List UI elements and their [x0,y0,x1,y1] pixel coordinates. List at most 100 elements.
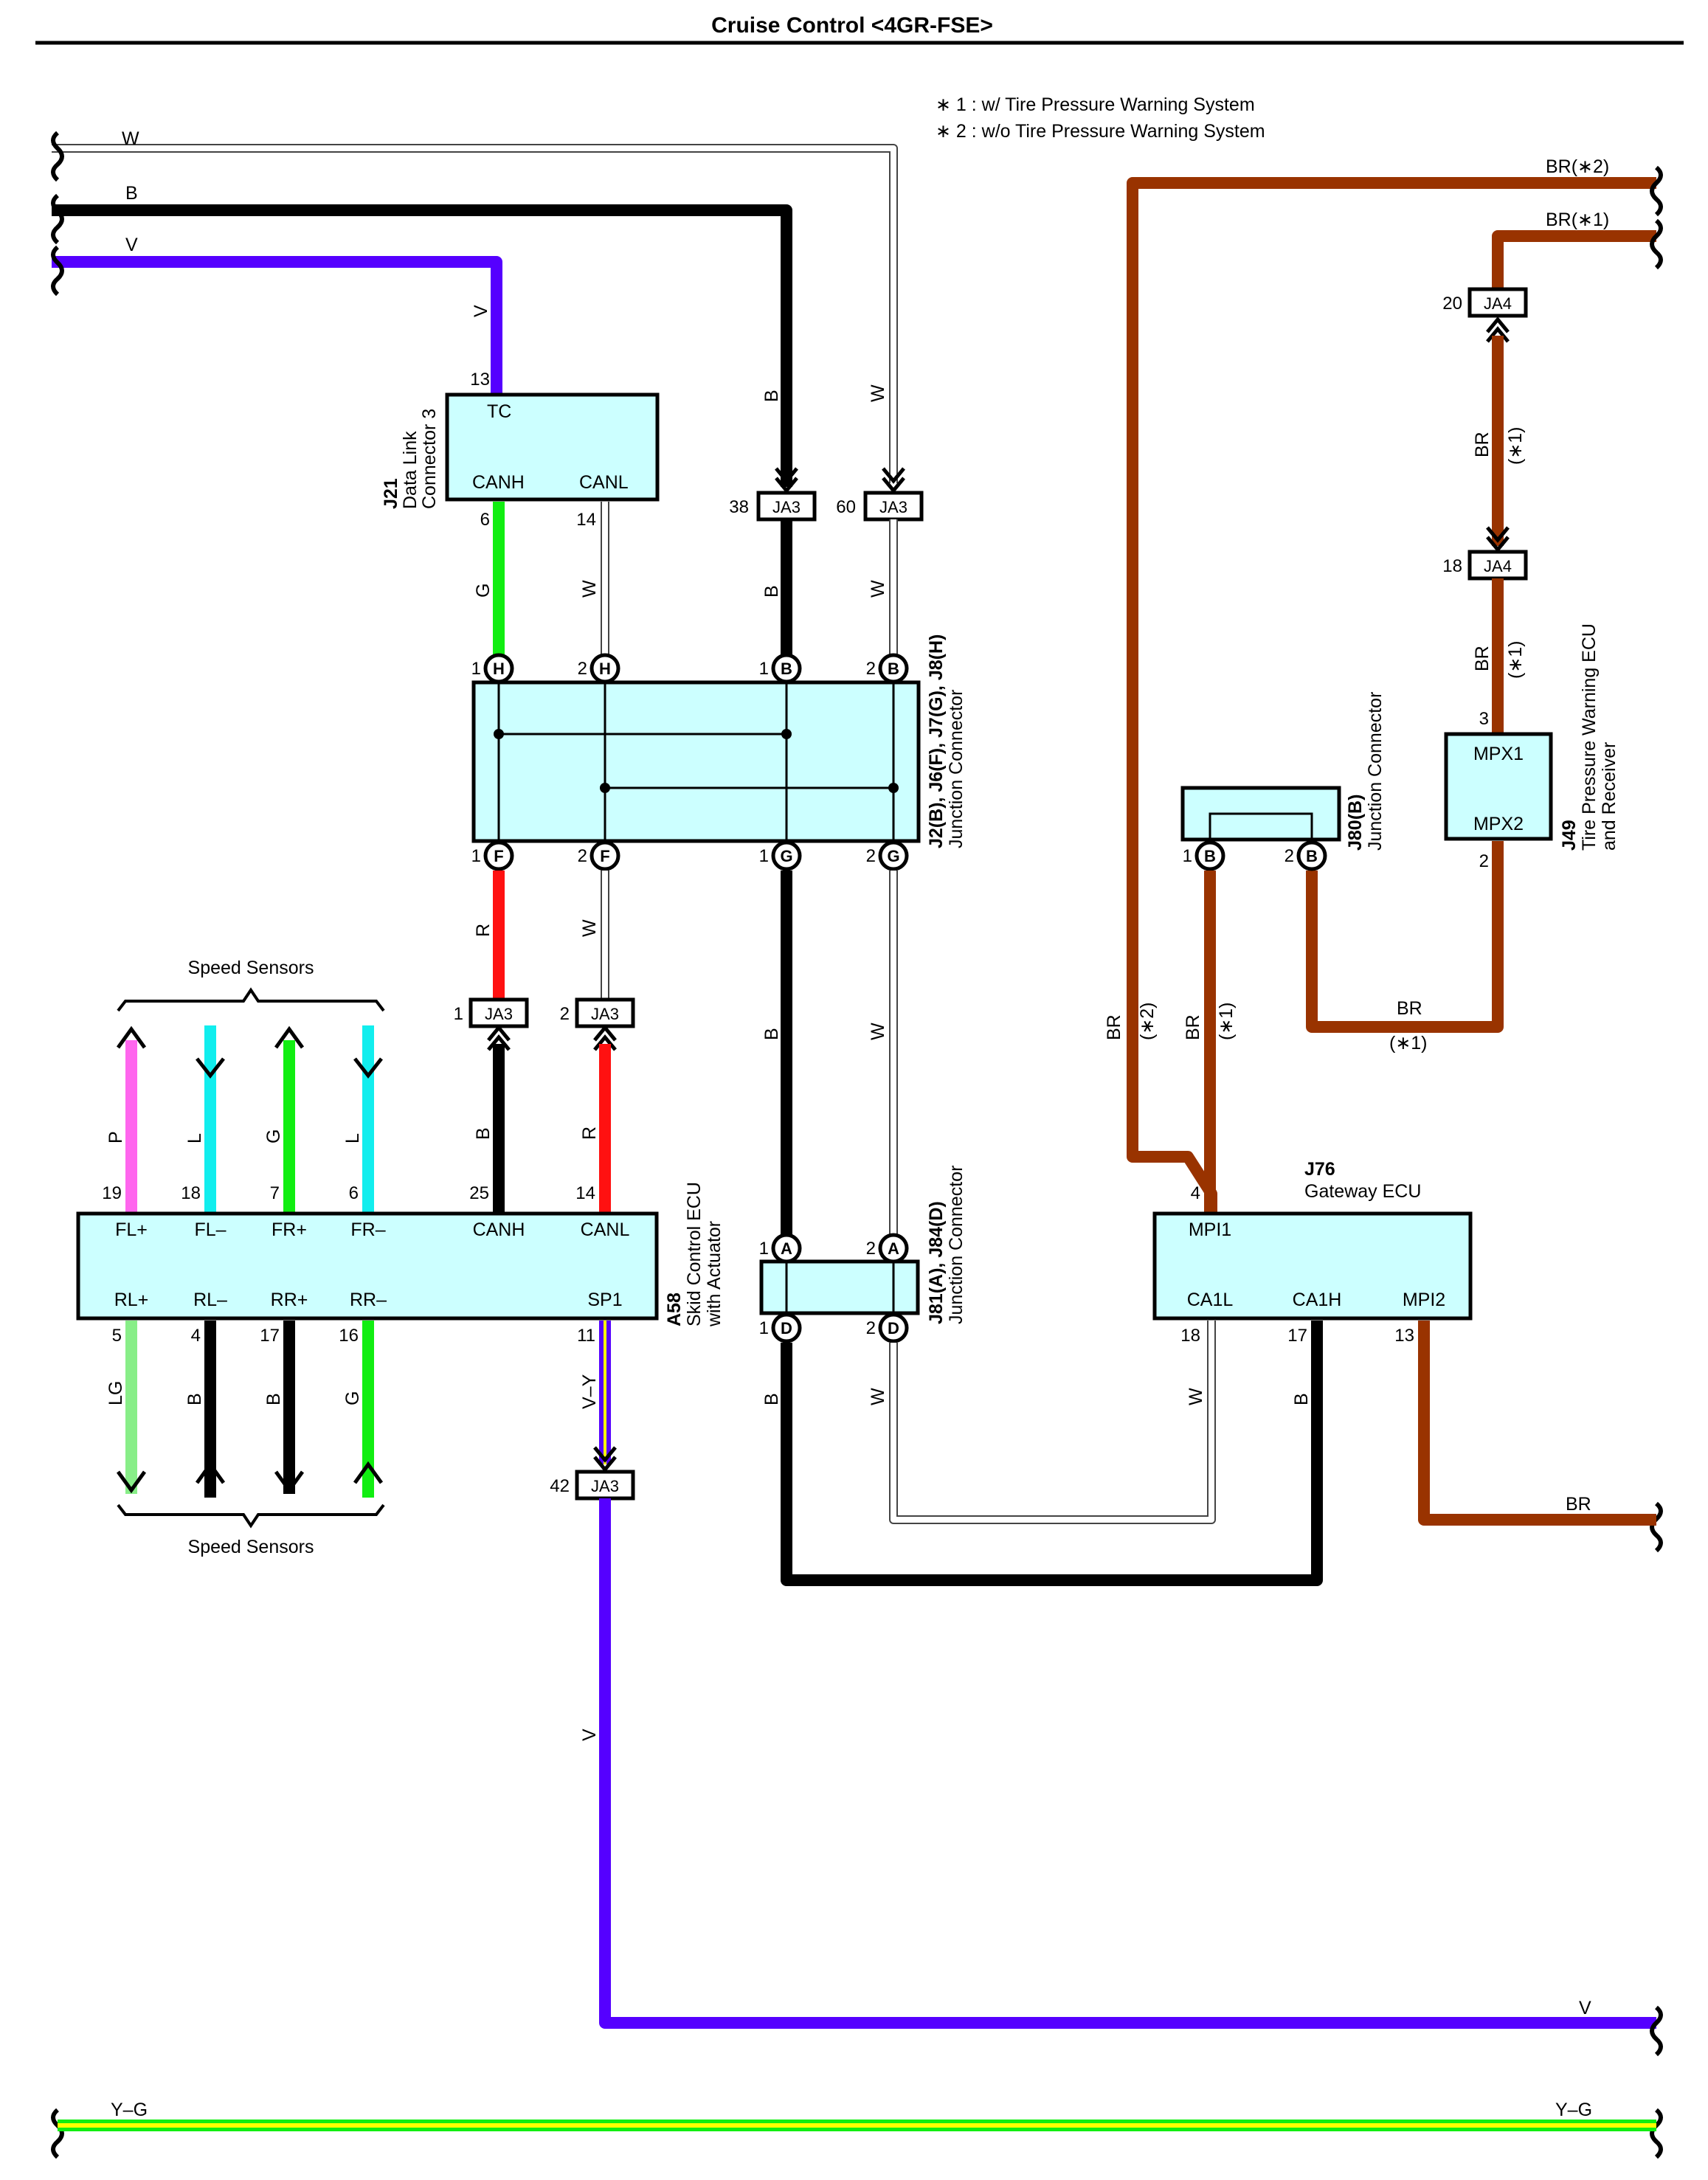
ja3-38-name: JA3 [772,498,801,516]
a58-top-pin-5: CANL [581,1219,630,1240]
ja3-1-num: 1 [454,1004,463,1024]
a58-bottom-num-2: 17 [260,1326,280,1346]
a58-name-1: Skid Control ECU [684,1182,705,1326]
label-w-long: W [868,1022,888,1040]
j2-top-num-3: 2 [866,659,876,679]
j80-pin-0: B [1204,847,1216,865]
label-g1: G [263,1129,284,1143]
label-br-lo-note: (∗1) [1505,640,1526,679]
j2-bottom-pin-0: F [494,847,503,865]
label-br1-top: BR(∗1) [1546,210,1609,230]
ja4-20-num: 20 [1442,294,1462,314]
wire-v-top [52,256,502,395]
junction-ja3-42: JA3 42 [550,1446,635,1501]
junction-ja4-18: JA4 18 [1442,526,1528,581]
label-br-up-note: (∗1) [1505,426,1526,465]
a58-name-2: with Actuator [704,1221,725,1327]
j2-top-num-0: 1 [471,659,481,679]
label-b-long: B [761,1028,782,1040]
a58-bottom-num-1: 4 [191,1326,201,1346]
break-marks-right [51,165,1663,2159]
label-w-loop: W [868,1388,888,1405]
j49-pin-mpx2: MPX2 [1473,814,1524,834]
j81-top-pin-1: A [888,1239,899,1258]
label-yg-right: Y–G [1555,2100,1592,2120]
ja3-1-name: JA3 [485,1005,513,1023]
wire-w-top [52,144,898,483]
j81-id: J81(A), J84(D) [926,1201,947,1324]
j76-name: Gateway ECU [1304,1181,1421,1202]
label-br-right: BR [1566,1494,1591,1515]
j76-pin-mpi2: MPI2 [1403,1290,1445,1310]
j49-name-1: Tire Pressure Warning ECU [1579,623,1600,851]
ja4-18-name: JA4 [1484,557,1512,575]
label-w-top: W [122,128,139,149]
a58-bottom-pin-4: SP1 [587,1290,622,1310]
a58-top-num-5: 14 [575,1183,595,1203]
label-l1: L [184,1133,205,1143]
j81-top-num-1: 2 [866,1239,876,1259]
j2-bottom-num-0: 1 [471,846,481,866]
connector-j80: B 1 B 2 J80(B) Junction Connector [1180,692,1386,871]
ja3-42-num: 42 [550,1476,570,1496]
a58-bottom-num-3: 16 [339,1326,359,1346]
note-2: ∗ 2 : w/o Tire Pressure Warning System [936,121,1265,142]
connector-j2-junction: H 1 H 2 B 1 B 2 F 1 F 2 G 1 G 2 J2(B), J… [471,634,967,871]
j80-pin-1: B [1306,847,1318,865]
label-b-mid: B [761,585,782,598]
a58-top-num-2: 7 [270,1183,280,1203]
a58-bottom-pin-3: RR– [350,1290,387,1310]
j49-name-2: and Receiver [1599,742,1619,851]
junction-ja3-1: JA3 1 [454,997,529,1051]
j2-top-num-1: 2 [578,659,587,679]
label-r-lower: R [473,924,494,937]
a58-bottom-num-0: 5 [112,1326,122,1346]
wire-br-h [1306,841,1504,1033]
j2-bottom-pin-3: G [887,847,899,865]
j76-pin-ca1h: CA1H [1293,1290,1342,1310]
label-br-v1-note: (∗1) [1216,1002,1237,1040]
ja3-60-name: JA3 [879,498,907,516]
j2-name: Junction Connector [946,690,967,848]
label-yg-left: Y–G [111,2100,148,2120]
j81-top-pin-0: A [781,1239,792,1258]
a58-top-pin-3: FR– [350,1219,385,1240]
sensor-wires-top [116,1025,383,1214]
connector-j49: MPX1 MPX2 3 2 J49 Tire Pressure Warning … [1444,623,1619,871]
label-br-up: BR [1472,432,1493,457]
j2-bottom-num-2: 1 [759,846,769,866]
junction-ja3-2: JA3 2 [560,997,635,1051]
wire-w-loop [889,1321,1216,1524]
j21-num-tc: 13 [470,370,490,390]
a58-top-pin-2: FR+ [272,1219,307,1240]
label-b-sc: B [473,1127,494,1140]
diagram-title: Cruise Control <4GR-FSE> [711,13,993,38]
ja3-60-num: 60 [836,497,856,517]
j80-id: J80(B) [1345,795,1366,851]
j2-bottom-num-1: 2 [578,846,587,866]
junction-ja4-20: JA4 20 [1442,287,1528,343]
j21-pin-canh: CANH [472,472,525,493]
j2-top-pin-2: B [781,660,792,678]
a58-top-num-3: 6 [349,1183,359,1203]
label-p: P [106,1131,126,1143]
ja3-42-name: JA3 [591,1477,619,1495]
label-w-mid: W [868,580,888,598]
label-lg: LG [106,1381,126,1405]
label-br-h-note: (∗1) [1389,1033,1428,1053]
label-b-vert: B [761,390,782,402]
label-v-right: V [1579,1998,1591,2018]
j21-name-2: Connector 3 [419,409,440,509]
wire-b-top [52,204,792,487]
a58-bottom-pin-1: RL– [193,1290,227,1310]
j76-pin-ca1l: CA1L [1187,1290,1234,1310]
label-br-v1: BR [1183,1014,1203,1040]
j76-id: J76 [1304,1159,1335,1180]
j21-num-canl: 14 [576,510,596,530]
a58-top-pin-4: CANH [473,1219,525,1240]
connector-j81-junction: A 1 A 2 D 1 D 2 J81(A), J84(D) Junction … [759,1166,967,1343]
label-v-vert: V [471,305,491,317]
j81-bottom-num-1: 2 [866,1318,876,1338]
j76-pin-mpi1: MPI1 [1189,1219,1231,1240]
j49-num-mpx2: 2 [1479,851,1489,871]
